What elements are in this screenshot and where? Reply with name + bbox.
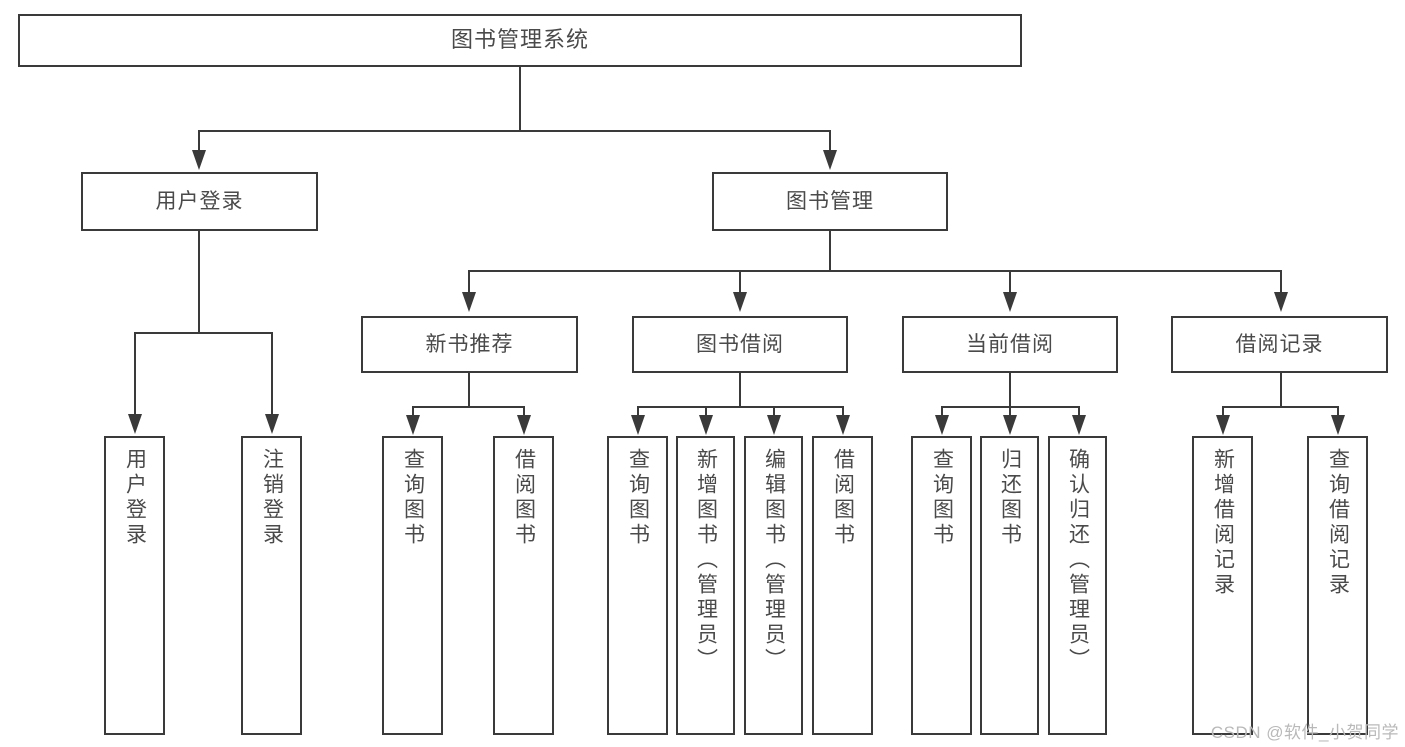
connector-recommend-bus — [412, 406, 524, 408]
connector-recommend-stem — [468, 373, 470, 407]
connector-level3-drop-3 — [1009, 270, 1011, 294]
connector-borrow-drop-2 — [705, 406, 707, 417]
arrowhead-current-leaf-3 — [1072, 415, 1086, 435]
node-label: 查询图书 — [930, 448, 954, 548]
arrowhead-borrow-leaf-1 — [631, 415, 645, 435]
csdn-watermark: CSDN @软件_小贺同学 — [1210, 723, 1399, 742]
node-label: 查询借阅记录 — [1326, 448, 1350, 598]
leaf-recommend-query-book[interactable]: 查询图书 — [382, 436, 443, 735]
node-label: 图书管理系统 — [450, 27, 589, 53]
leaf-current-confirm-return-admin[interactable]: 确认归还（管理员） — [1048, 436, 1107, 735]
arrowhead-borrow-leaf-4 — [836, 415, 850, 435]
leaf-recommend-borrow-book[interactable]: 借阅图书 — [493, 436, 554, 735]
connector-user-login-stem — [198, 231, 200, 333]
leaf-current-return-book[interactable]: 归还图书 — [980, 436, 1039, 735]
node-label: 新增借阅记录 — [1211, 448, 1235, 598]
arrowhead-recommend-leaf-2 — [517, 415, 531, 435]
connector-recommend-drop-1 — [412, 406, 414, 417]
node-book-management[interactable]: 图书管理 — [712, 172, 948, 231]
leaf-record-add-record[interactable]: 新增借阅记录 — [1192, 436, 1253, 735]
leaf-borrow-edit-book-admin[interactable]: 编辑图书（管理员） — [744, 436, 803, 735]
leaf-borrow-query-book[interactable]: 查询图书 — [607, 436, 668, 735]
node-borrow-record[interactable]: 借阅记录 — [1171, 316, 1388, 373]
arrowhead-book-borrow — [733, 292, 747, 312]
connector-record-drop-2 — [1337, 406, 1339, 417]
connector-record-drop-1 — [1222, 406, 1224, 417]
connector-borrow-drop-3 — [773, 406, 775, 417]
connector-user-login-drop-2 — [271, 332, 273, 416]
node-label: 新增图书（管理员） — [694, 448, 718, 673]
connector-recommend-drop-2 — [523, 406, 525, 417]
connector-level3-drop-4 — [1280, 270, 1282, 294]
node-current-borrow[interactable]: 当前借阅 — [902, 316, 1118, 373]
node-label: 图书借阅 — [696, 332, 784, 356]
arrowhead-recommend-leaf-1 — [406, 415, 420, 435]
connector-level3-drop-2 — [739, 270, 741, 294]
leaf-user-login[interactable]: 用户登录 — [104, 436, 165, 735]
node-label: 借阅图书 — [831, 448, 855, 548]
arrowhead-current-borrow — [1003, 292, 1017, 312]
connector-borrow-bus — [637, 406, 843, 408]
connector-user-login-drop-1 — [134, 332, 136, 416]
node-label: 借阅记录 — [1235, 332, 1324, 356]
leaf-logout[interactable]: 注销登录 — [241, 436, 302, 735]
connector-level3-bus — [468, 270, 1282, 272]
connector-current-stem — [1009, 373, 1011, 407]
node-label: 图书管理 — [786, 189, 874, 213]
connector-borrow-drop-4 — [842, 406, 844, 417]
node-book-borrow[interactable]: 图书借阅 — [632, 316, 848, 373]
node-label: 当前借阅 — [966, 332, 1054, 356]
arrowhead-leaf-user-login — [128, 414, 142, 434]
connector-current-drop-1 — [941, 406, 943, 417]
leaf-current-query-book[interactable]: 查询图书 — [911, 436, 972, 735]
connector-borrow-drop-1 — [637, 406, 639, 417]
connector-level2-drop-right — [829, 130, 831, 152]
connector-level3-drop-1 — [468, 270, 470, 294]
arrowhead-new-book-recommend — [462, 292, 476, 312]
arrowhead-current-leaf-1 — [935, 415, 949, 435]
connector-record-bus — [1222, 406, 1338, 408]
arrowhead-user-login — [192, 150, 206, 170]
leaf-borrow-add-book-admin[interactable]: 新增图书（管理员） — [676, 436, 735, 735]
node-label: 新书推荐 — [425, 332, 514, 356]
node-label: 查询图书 — [626, 448, 650, 548]
node-user-login[interactable]: 用户登录 — [81, 172, 318, 231]
connector-root-stem — [519, 67, 521, 131]
arrowhead-record-leaf-2 — [1331, 415, 1345, 435]
connector-book-manage-stem — [829, 231, 831, 271]
arrowhead-record-leaf-1 — [1216, 415, 1230, 435]
connector-user-login-bus — [134, 332, 273, 334]
connector-level2-bus — [198, 130, 831, 132]
connector-level2-drop-left — [198, 130, 200, 152]
connector-record-stem — [1280, 373, 1282, 407]
leaf-borrow-borrow-book[interactable]: 借阅图书 — [812, 436, 873, 735]
leaf-record-query-record[interactable]: 查询借阅记录 — [1307, 436, 1368, 735]
node-label: 归还图书 — [998, 448, 1022, 548]
node-label: 用户登录 — [123, 448, 147, 548]
node-label: 编辑图书（管理员） — [762, 448, 786, 673]
node-label: 查询图书 — [401, 448, 425, 548]
node-label: 借阅图书 — [512, 448, 536, 548]
arrowhead-current-leaf-2 — [1003, 415, 1017, 435]
arrowhead-borrow-leaf-3 — [767, 415, 781, 435]
node-root-system[interactable]: 图书管理系统 — [18, 14, 1022, 67]
node-label: 用户登录 — [155, 189, 244, 213]
node-label: 注销登录 — [260, 448, 284, 548]
arrowhead-borrow-leaf-2 — [699, 415, 713, 435]
connector-borrow-stem — [739, 373, 741, 407]
connector-current-drop-3 — [1078, 406, 1080, 417]
arrowhead-leaf-logout — [265, 414, 279, 434]
connector-current-drop-2 — [1009, 406, 1011, 417]
node-new-book-recommend[interactable]: 新书推荐 — [361, 316, 578, 373]
arrowhead-book-manage — [823, 150, 837, 170]
node-label: 确认归还（管理员） — [1066, 448, 1090, 673]
arrowhead-borrow-record — [1274, 292, 1288, 312]
